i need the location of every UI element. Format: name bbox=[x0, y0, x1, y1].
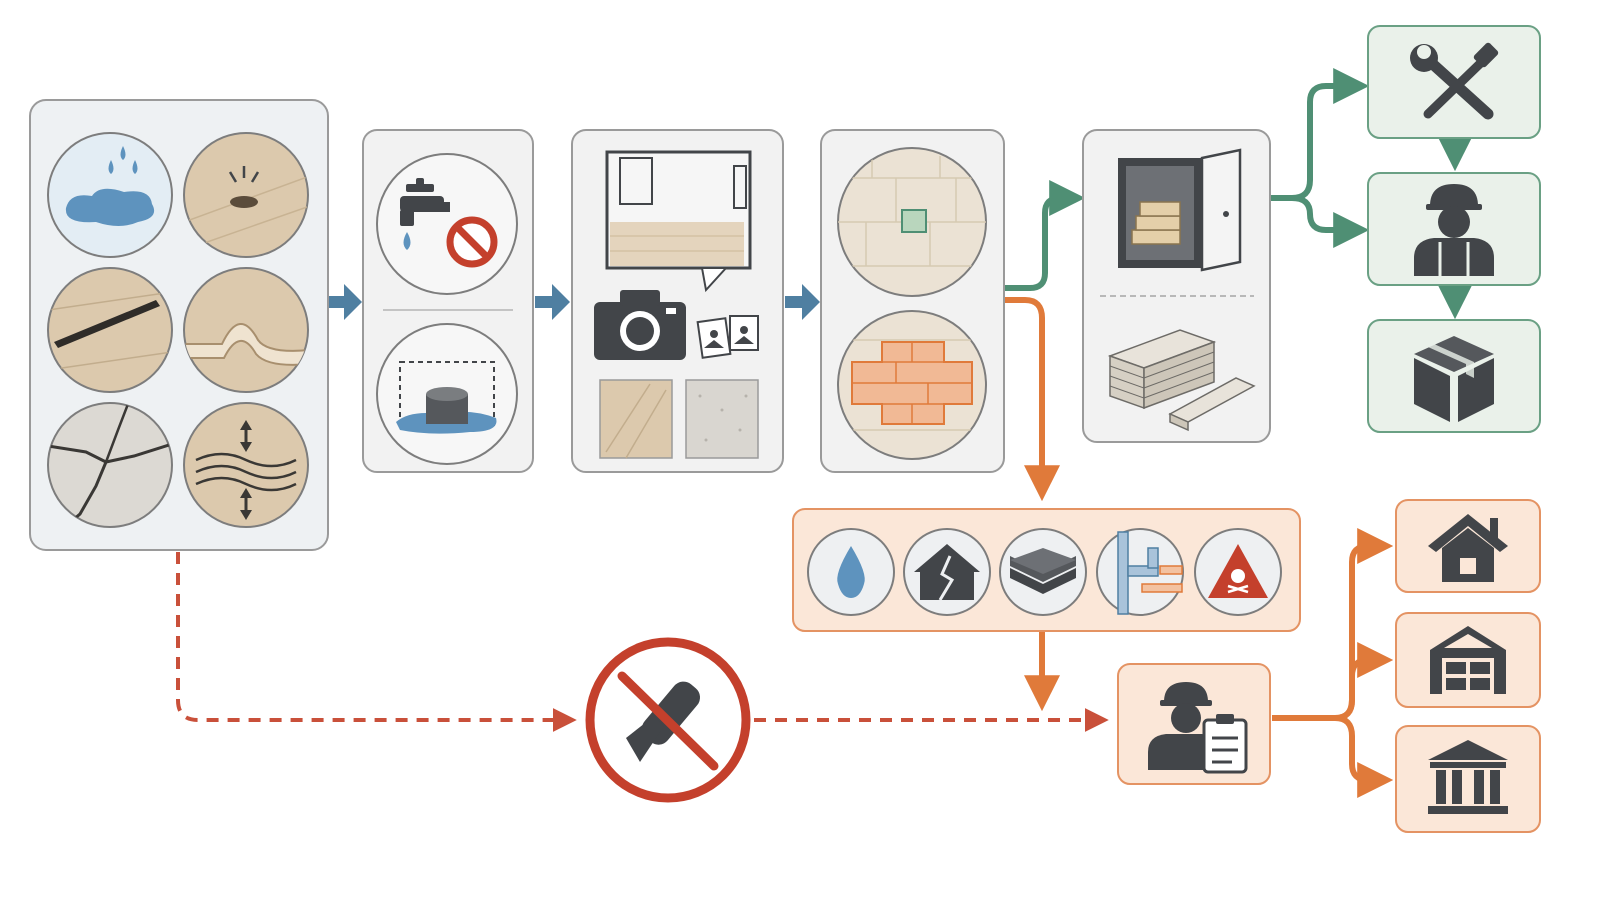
green-connector-contractor bbox=[1291, 195, 1370, 248]
house-icon bbox=[1428, 514, 1508, 582]
garage-icon bbox=[1430, 626, 1506, 694]
room-overview-icon bbox=[605, 150, 752, 293]
wood-sample-icon bbox=[599, 379, 673, 459]
assessment-panel bbox=[820, 129, 1005, 473]
tools-box bbox=[1367, 25, 1541, 139]
orange-connector-house bbox=[1334, 528, 1394, 721]
orange-connector-institution bbox=[1334, 715, 1394, 798]
faucet-shutoff-icon bbox=[376, 153, 518, 295]
orange-connector-major bbox=[1005, 297, 1060, 502]
green-connector-tools bbox=[1291, 68, 1370, 201]
package-icon bbox=[1414, 336, 1494, 422]
water-drop-icon bbox=[807, 528, 895, 616]
garage-box bbox=[1395, 612, 1541, 708]
water-puddle-icon bbox=[47, 132, 173, 258]
damage-types-panel bbox=[29, 99, 329, 551]
material-stack-icon bbox=[1107, 329, 1256, 432]
contractor-box bbox=[1367, 172, 1541, 286]
house-box bbox=[1395, 499, 1541, 593]
spare-material-cabinet-icon bbox=[1118, 148, 1242, 272]
flow-arrow-3 bbox=[785, 284, 820, 320]
cracked-tile-icon bbox=[47, 402, 173, 528]
structural-damage-icon bbox=[903, 528, 991, 616]
institution-icon bbox=[1428, 740, 1508, 814]
no-diy-scraper-icon bbox=[585, 637, 751, 803]
large-area-repair-icon bbox=[837, 310, 987, 460]
tools-icon bbox=[1410, 42, 1499, 120]
flow-arrow-2 bbox=[535, 284, 570, 320]
floor-gap-crack-icon bbox=[47, 267, 173, 393]
connectors bbox=[176, 68, 1473, 798]
layers-icon bbox=[999, 528, 1087, 616]
flow-arrow-1 bbox=[328, 284, 362, 320]
camera-icon bbox=[594, 290, 686, 360]
complications-panel bbox=[792, 508, 1301, 632]
stone-sample-icon bbox=[685, 379, 759, 459]
inspector-checklist-icon bbox=[1148, 682, 1248, 774]
red-dashed-connector-to-prohibited bbox=[176, 552, 577, 732]
floor-impact-dent-icon bbox=[183, 132, 309, 258]
orange-connector-garage bbox=[1334, 642, 1394, 721]
documentation-panel bbox=[571, 129, 784, 473]
inspector-box bbox=[1117, 663, 1271, 785]
photos-icon bbox=[696, 315, 759, 359]
package-box bbox=[1367, 319, 1541, 433]
floor-buckling-icon bbox=[183, 267, 309, 393]
minor-path-panel bbox=[1082, 129, 1271, 443]
green-connector-minor bbox=[1005, 180, 1086, 291]
institution-box bbox=[1395, 725, 1541, 833]
hazard-icon bbox=[1194, 528, 1282, 616]
floor-warping-icon bbox=[183, 402, 309, 528]
spot-repair-icon bbox=[837, 147, 987, 297]
first-response-panel bbox=[362, 129, 534, 473]
isolate-area-icon bbox=[376, 323, 518, 465]
plumbing-icon bbox=[1096, 528, 1184, 616]
contractor-icon bbox=[1414, 184, 1494, 276]
